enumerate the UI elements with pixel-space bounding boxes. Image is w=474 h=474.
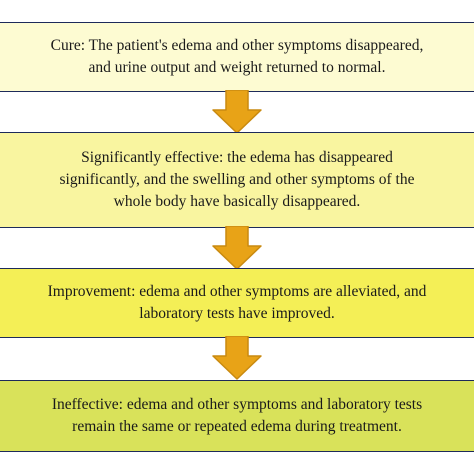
step-cure-line-2: and urine output and weight returned to … [88,59,386,76]
step-significantly-effective-line-2: significantly, and the swelling and othe… [59,171,415,189]
step-ineffective-line-1: Ineffective: edema and other symptoms an… [51,396,423,414]
step-improvement-line-2: laboratory tests have improved. [139,305,335,322]
step-significantly-effective-line-1: Significantly effective: the edema has d… [81,149,393,167]
step-improvement-line-1: Improvement: edema and other symptoms ar… [47,283,427,301]
step-cure-line-1: Cure: The patient's edema and other symp… [50,37,424,55]
step-ineffective-line-2: remain the same or repeated edema during… [72,418,402,435]
step-cure-box: Cure: The patient's edema and other symp… [0,22,474,92]
step-significantly-effective-line-3: whole body have basically disappeared. [113,192,361,210]
step-ineffective-box: Ineffective: edema and other symptoms an… [0,380,474,452]
step-significantly-effective-box: Significantly effective: the edema has d… [0,132,474,228]
down-arrow-icon [212,336,262,380]
step-improvement-box: Improvement: edema and other symptoms ar… [0,268,474,338]
down-arrow-icon [212,226,262,270]
down-arrow-icon [212,90,262,134]
